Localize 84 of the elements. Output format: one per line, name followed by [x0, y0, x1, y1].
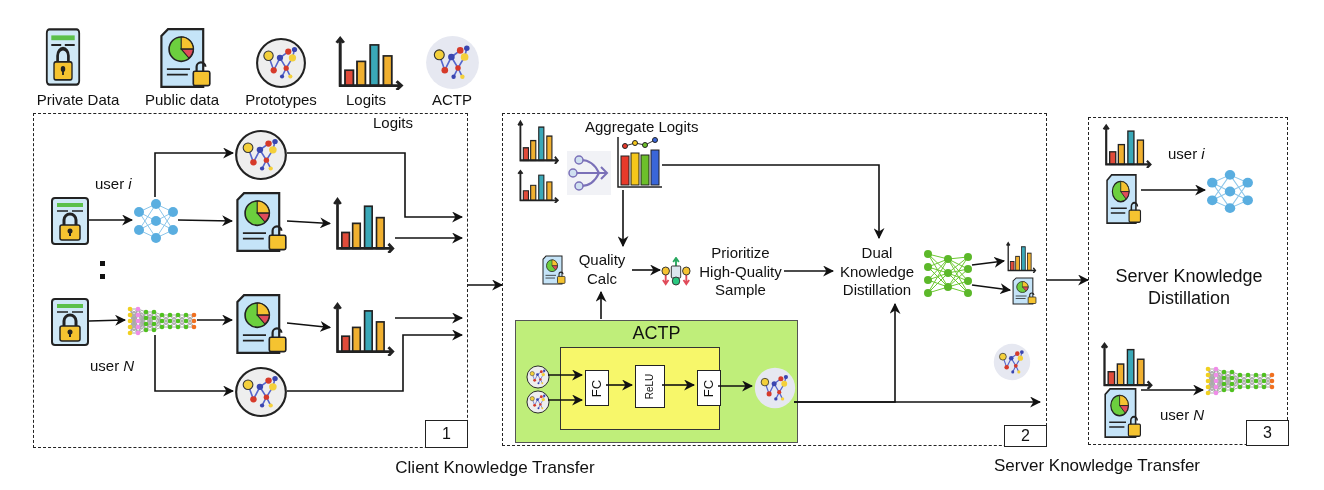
graph-circle-icon — [526, 390, 550, 414]
node-caption: Aggregate Logits — [585, 118, 699, 136]
legend-label: ACTP — [432, 91, 472, 109]
layer-box: FC — [697, 370, 721, 406]
section-caption: Client Knowledge Transfer — [395, 458, 595, 479]
module-title: ACTP — [632, 323, 681, 344]
module-box — [515, 320, 798, 443]
step-number: 3 — [1246, 420, 1289, 446]
graph-circle-icon — [234, 129, 288, 181]
dashed-panel — [1088, 117, 1288, 445]
layer-box: ReLU — [635, 365, 665, 408]
section-caption: Server Knowledge Transfer — [994, 456, 1200, 477]
neural-network-icon — [133, 198, 179, 244]
graph-icon — [754, 367, 796, 409]
graph-circle-icon — [526, 365, 550, 389]
bar-chart-icon — [516, 119, 560, 164]
arrow — [286, 152, 464, 223]
arrow — [1046, 274, 1090, 286]
node-caption: user i — [1168, 145, 1205, 163]
arrow — [88, 214, 134, 226]
node-caption: user i — [95, 175, 132, 193]
step-number: 2 — [1004, 425, 1047, 447]
locked-document-icon — [50, 297, 90, 347]
legend-label: Public data — [144, 91, 220, 109]
bar-chart-icon — [331, 301, 396, 356]
arrow — [1140, 184, 1207, 196]
arrow — [971, 283, 1012, 295]
pie-chart-document-icon — [233, 191, 288, 253]
legend-label: Private Data — [36, 91, 120, 109]
arrow — [286, 321, 332, 332]
arrow — [154, 334, 235, 397]
arrow — [547, 394, 584, 406]
inner-box — [560, 347, 720, 430]
arrow — [631, 264, 662, 276]
arrow — [154, 147, 235, 198]
dashed-panel — [502, 113, 1047, 446]
arrow — [547, 369, 584, 381]
process-label: Dual Knowledge Distillation — [834, 239, 920, 305]
process-label: Server Knowledge Distillation — [1097, 259, 1281, 315]
arrow — [394, 232, 464, 244]
legend-label: Prototypes — [245, 91, 317, 109]
arrow — [286, 217, 332, 229]
bar-chart-icon — [1101, 123, 1153, 168]
pie-chart-document-icon — [1011, 277, 1037, 305]
process-label: Quality Calc — [577, 251, 627, 289]
neural-network-icon — [126, 306, 198, 336]
bar-chart-icon — [331, 196, 396, 253]
neural-network-icon — [923, 249, 973, 297]
step-number: 1 — [425, 420, 468, 448]
arrow — [595, 290, 607, 320]
diagram-label: Logits — [373, 114, 413, 132]
pie-chart-document-icon — [233, 293, 288, 355]
arrow — [717, 380, 754, 392]
node-caption: user N — [1160, 406, 1205, 424]
arrow — [177, 215, 234, 227]
arrow — [793, 396, 1042, 408]
pie-chart-document-icon — [1104, 173, 1142, 225]
arrow — [661, 379, 696, 391]
bar-chart-icon — [516, 169, 560, 203]
merge-icon — [567, 151, 611, 195]
locked-document-icon — [50, 196, 90, 246]
arrow — [971, 256, 1006, 268]
arrow — [196, 314, 234, 326]
arrow — [286, 329, 464, 392]
arrow — [1140, 384, 1205, 396]
arrow — [783, 265, 835, 277]
graph-circle-icon — [234, 366, 288, 418]
bar-chart-icon — [1099, 341, 1154, 389]
arrow — [88, 314, 127, 326]
arrow — [605, 379, 634, 391]
neural-network-icon — [1206, 169, 1254, 214]
dashed-panel — [33, 113, 468, 448]
node-caption: user N — [90, 357, 135, 375]
legend-label: Logits — [346, 91, 386, 109]
arrow — [467, 279, 504, 291]
graph-icon — [993, 343, 1031, 381]
arrow — [394, 312, 464, 324]
layer-box: FC — [585, 370, 609, 406]
bar-chart-icon — [1005, 241, 1037, 273]
pie-chart-document-icon — [1102, 387, 1142, 439]
arrow — [661, 164, 885, 240]
arrow — [617, 189, 629, 248]
neural-network-icon — [1204, 366, 1276, 396]
process-label: Prioritize High-Quality Sample — [698, 243, 783, 301]
